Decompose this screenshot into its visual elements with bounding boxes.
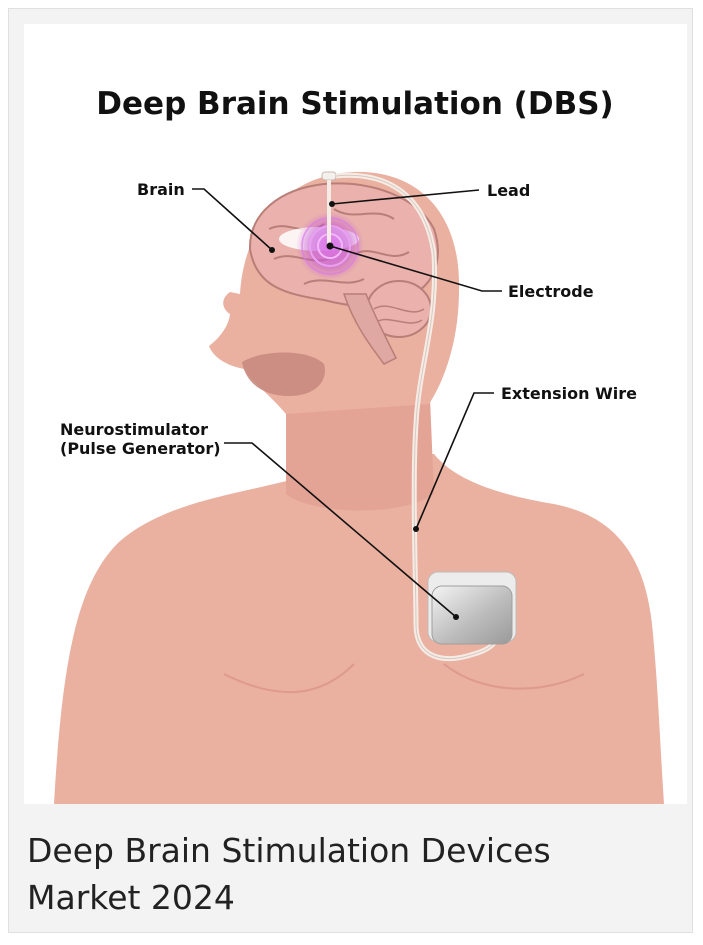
- dbs-diagram-image: Deep Brain Stimulation (DBS): [24, 24, 687, 804]
- figure-card: Deep Brain Stimulation (DBS): [8, 8, 693, 933]
- label-electrode: Electrode: [508, 282, 594, 301]
- label-brain: Brain: [137, 180, 185, 199]
- image-caption: Deep Brain Stimulation Devices Market 20…: [27, 827, 647, 921]
- label-neurostimulator: Neurostimulator: [60, 420, 208, 439]
- label-extension-wire: Extension Wire: [501, 384, 637, 403]
- neurostimulator-device: [428, 572, 516, 644]
- label-lead: Lead: [487, 181, 530, 200]
- diagram-title: Deep Brain Stimulation (DBS): [96, 86, 613, 122]
- label-pulse-generator: (Pulse Generator): [60, 439, 221, 458]
